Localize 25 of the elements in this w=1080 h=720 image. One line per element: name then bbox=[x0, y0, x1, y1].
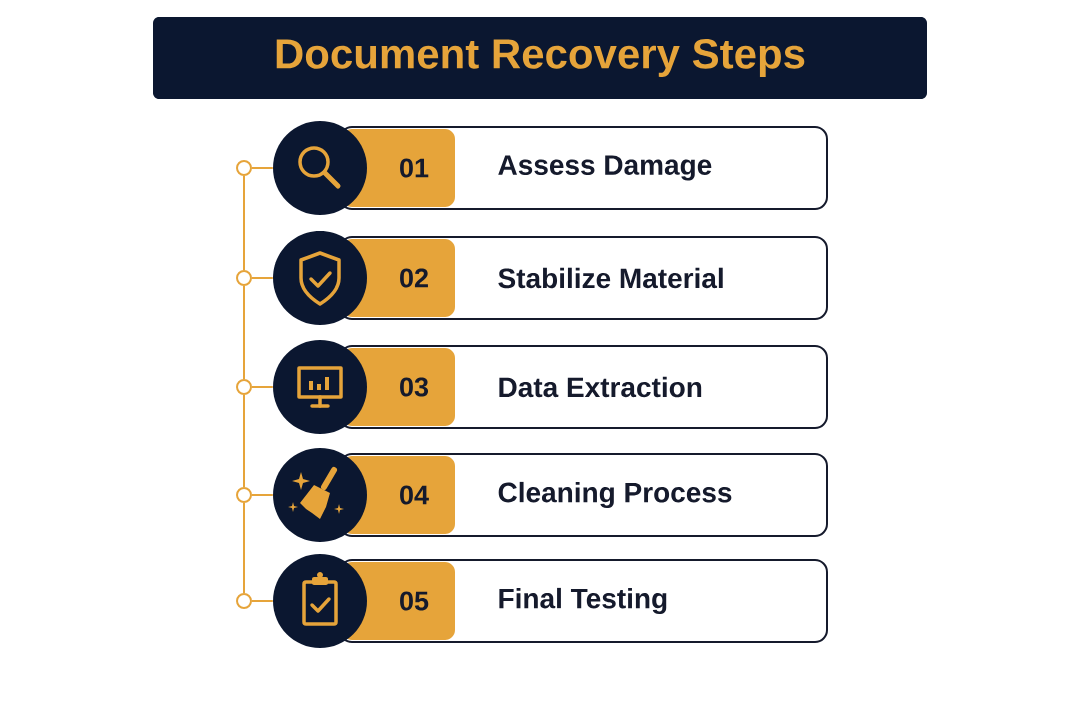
step-box: 01 Assess Damage bbox=[339, 126, 828, 210]
timeline-dot bbox=[236, 487, 252, 503]
connector-line bbox=[251, 277, 274, 279]
connector-line bbox=[251, 167, 274, 169]
timeline-dot bbox=[236, 270, 252, 286]
connector-line bbox=[251, 494, 274, 496]
title-banner: Document Recovery Steps bbox=[153, 17, 927, 99]
step-box: 04 Cleaning Process bbox=[339, 453, 828, 537]
icon-circle bbox=[273, 231, 367, 325]
icon-circle bbox=[273, 448, 367, 542]
step-box: 02 Stabilize Material bbox=[339, 236, 828, 320]
timeline-dot bbox=[236, 379, 252, 395]
connector-line bbox=[243, 502, 245, 594]
step-box: 05 Final Testing bbox=[339, 559, 828, 643]
connector-line bbox=[243, 285, 245, 380]
connector-line bbox=[251, 600, 274, 602]
icon-circle bbox=[273, 340, 367, 434]
step-box: 03 Data Extraction bbox=[339, 345, 828, 429]
icon-circle bbox=[273, 554, 367, 648]
connector-line bbox=[251, 386, 274, 388]
timeline-dot bbox=[236, 593, 252, 609]
connector-line bbox=[243, 394, 245, 488]
icon-circle bbox=[273, 121, 367, 215]
connector-line bbox=[243, 175, 245, 271]
timeline-dot bbox=[236, 160, 252, 176]
